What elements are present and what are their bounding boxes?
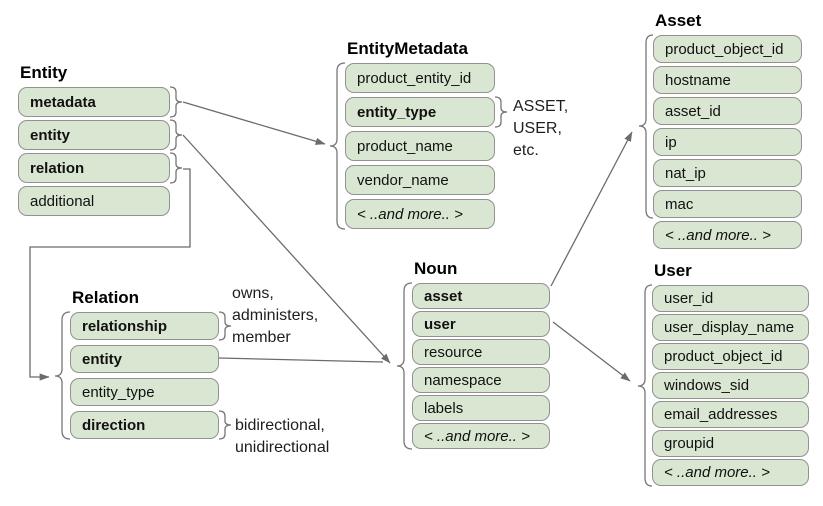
- user-field-and-more: < ..and more.. >: [652, 459, 809, 486]
- line-relation-entity-to-noun: [218, 357, 384, 363]
- relation-field-direction: direction: [70, 411, 219, 439]
- noun-table: Noun asset user resource namespace label…: [412, 258, 550, 451]
- annotation-line: member: [232, 329, 291, 346]
- entitymetadata-field-and-more: < ..and more.. >: [345, 199, 495, 229]
- noun-table-title: Noun: [414, 259, 458, 278]
- asset-field-hostname: hostname: [653, 66, 802, 94]
- entity-field-additional: additional: [18, 186, 170, 216]
- asset-field-product-object-id: product_object_id: [653, 35, 802, 63]
- brace-entity-type: [494, 96, 508, 128]
- brace-relationship: [218, 311, 232, 341]
- annotation-line: bidirectional,: [235, 417, 325, 434]
- entity-field-metadata: metadata: [18, 87, 170, 117]
- asset-field-ip: ip: [653, 128, 802, 156]
- brace-entity-metadata: [169, 86, 183, 118]
- noun-field-resource: resource: [412, 339, 550, 365]
- relation-table: Relation relationship entity entity_type…: [70, 287, 219, 444]
- annotation-line: USER,: [513, 120, 562, 137]
- brace-entity-relation: [169, 152, 183, 184]
- brace-noun-left: [396, 282, 413, 450]
- brace-user-left: [637, 284, 653, 487]
- arrow-noun-user-to-user: [552, 321, 631, 382]
- brace-asset-left: [638, 34, 654, 219]
- entity-table-title: Entity: [20, 63, 68, 82]
- entity-type-values-annotation: ASSET, USER, etc.: [513, 96, 568, 162]
- user-table: User user_id user_display_name product_o…: [652, 260, 809, 488]
- noun-field-labels: labels: [412, 395, 550, 421]
- annotation-line: administers,: [232, 307, 319, 324]
- entitymetadata-table-title: EntityMetadata: [347, 39, 468, 58]
- entity-table: Entity metadata entity relation addition…: [18, 62, 170, 219]
- direction-values-annotation: bidirectional, unidirectional: [235, 415, 329, 459]
- user-field-email-addresses: email_addresses: [652, 401, 809, 428]
- brace-entity-entity: [169, 119, 183, 151]
- entitymetadata-field-vendor-name: vendor_name: [345, 165, 495, 195]
- relation-table-title: Relation: [72, 288, 140, 307]
- relation-field-relationship: relationship: [70, 312, 219, 340]
- annotation-line: unidirectional: [235, 439, 330, 456]
- noun-field-asset: asset: [412, 283, 550, 309]
- brace-relation-left: [54, 311, 71, 440]
- relation-field-entity-type: entity_type: [70, 378, 219, 406]
- entitymetadata-field-entity-type: entity_type: [345, 97, 495, 127]
- entitymetadata-field-product-entity-id: product_entity_id: [345, 63, 495, 93]
- entitymetadata-table: EntityMetadata product_entity_id entity_…: [345, 38, 495, 233]
- user-field-user-display-name: user_display_name: [652, 314, 809, 341]
- asset-table: Asset product_object_id hostname asset_i…: [653, 10, 802, 252]
- noun-field-user: user: [412, 311, 550, 337]
- arrow-metadata-to-entitymetadata: [182, 101, 326, 145]
- relationship-values-annotation: owns, administers, member: [232, 283, 318, 349]
- user-table-title: User: [654, 261, 692, 280]
- asset-field-mac: mac: [653, 190, 802, 218]
- brace-entitymetadata-left: [329, 62, 346, 230]
- asset-table-title: Asset: [655, 11, 702, 30]
- noun-field-namespace: namespace: [412, 367, 550, 393]
- relation-field-entity: entity: [70, 345, 219, 373]
- entity-field-relation: relation: [18, 153, 170, 183]
- user-field-groupid: groupid: [652, 430, 809, 457]
- brace-direction: [218, 410, 232, 440]
- annotation-line: ASSET,: [513, 98, 569, 115]
- asset-field-asset-id: asset_id: [653, 97, 802, 125]
- asset-field-nat-ip: nat_ip: [653, 159, 802, 187]
- user-field-windows-sid: windows_sid: [652, 372, 809, 399]
- entitymetadata-field-product-name: product_name: [345, 131, 495, 161]
- user-field-product-object-id: product_object_id: [652, 343, 809, 370]
- annotation-line: owns,: [232, 285, 274, 302]
- asset-field-and-more: < ..and more.. >: [653, 221, 802, 249]
- entity-field-entity: entity: [18, 120, 170, 150]
- annotation-line: etc.: [513, 142, 539, 159]
- user-field-user-id: user_id: [652, 285, 809, 312]
- noun-field-and-more: < ..and more.. >: [412, 423, 550, 449]
